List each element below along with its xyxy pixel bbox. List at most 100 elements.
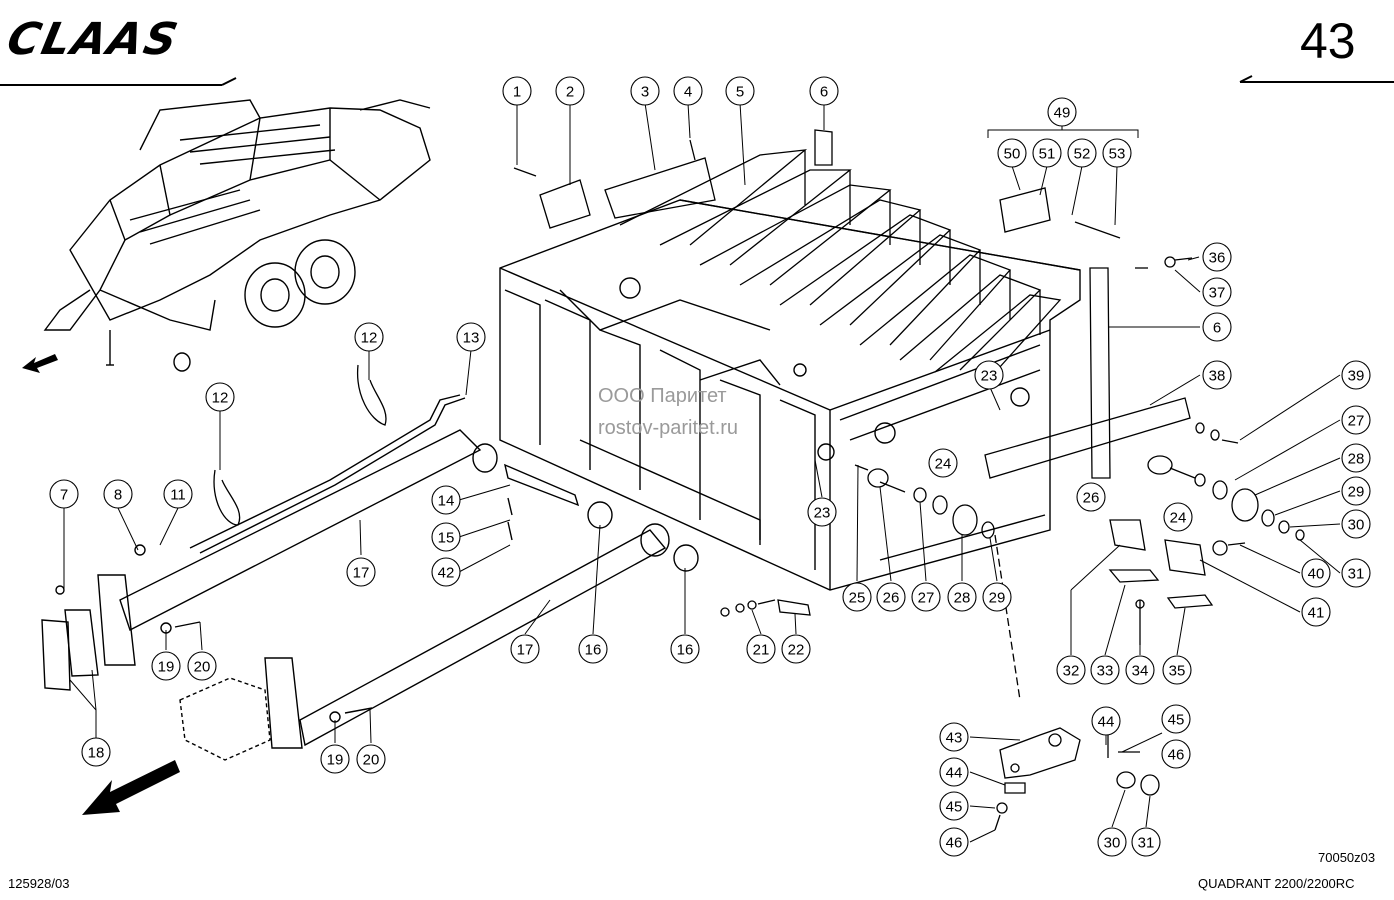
- callout-number: 21: [753, 642, 770, 659]
- callout-number: 8: [114, 487, 122, 504]
- callout-number: 15: [438, 530, 455, 547]
- callout-29: 29: [982, 582, 1012, 612]
- callout-50: 50: [997, 138, 1027, 168]
- callout-38: 38: [1202, 360, 1232, 390]
- callout-28: 28: [947, 582, 977, 612]
- callout-number: 6: [820, 84, 828, 101]
- callout-circle: [1202, 360, 1232, 390]
- direction-arrow-large: [82, 760, 180, 815]
- callout-number: 36: [1209, 250, 1226, 267]
- callout-circle: [1161, 704, 1191, 734]
- callout-number: 1: [513, 84, 521, 101]
- callout-circle: [1301, 597, 1331, 627]
- callout-26: 26: [1076, 482, 1106, 512]
- callout-44: 44: [1091, 706, 1121, 736]
- baler-overview-illustration: [43, 99, 431, 372]
- callout-number: 4: [684, 84, 692, 101]
- callout-number: 25: [849, 590, 866, 607]
- callout-16: 16: [670, 634, 700, 664]
- callout-circle: [320, 744, 350, 774]
- callout-number: 3: [641, 84, 649, 101]
- callout-8: 8: [103, 479, 133, 509]
- callout-17: 17: [346, 557, 376, 587]
- callout-number: 11: [170, 487, 186, 504]
- callout-18: 18: [81, 737, 111, 767]
- callout-circle: [1097, 827, 1127, 857]
- callout-number: 31: [1138, 835, 1155, 852]
- drawing-code: 70050z03: [1318, 850, 1376, 865]
- callout-number: 41: [1308, 605, 1325, 622]
- callout-number: 13: [463, 330, 480, 347]
- callout-circle: [356, 744, 386, 774]
- hose-clamps: [213, 364, 387, 526]
- callout-circle: [939, 827, 969, 857]
- callout-number: 37: [1209, 285, 1226, 302]
- callout-2: 2: [555, 76, 585, 106]
- callout-circle: [1341, 558, 1371, 588]
- callout-number: 20: [363, 752, 380, 769]
- callout-number: 52: [1074, 146, 1091, 163]
- callout-34: 34: [1125, 655, 1155, 685]
- direction-arrow-small: [22, 354, 58, 373]
- callout-45: 45: [939, 791, 969, 821]
- callout-16: 16: [578, 634, 608, 664]
- callout-number: 50: [1004, 146, 1021, 163]
- callout-17: 17: [510, 634, 540, 664]
- callout-number: 29: [989, 590, 1006, 607]
- callout-14: 14: [431, 485, 461, 515]
- callout-number: 44: [1098, 714, 1115, 731]
- callout-43: 43: [939, 722, 969, 752]
- callout-46: 46: [939, 827, 969, 857]
- callout-11: 11: [163, 479, 193, 509]
- header-frame: [0, 75, 1394, 86]
- callout-31: 31: [1341, 558, 1371, 588]
- callout-circle: [809, 76, 839, 106]
- callout-circle: [431, 557, 461, 587]
- callout-circle: [1162, 655, 1192, 685]
- callout-number: 6: [1213, 320, 1221, 337]
- callout-3: 3: [630, 76, 660, 106]
- callout-12: 12: [354, 322, 384, 352]
- callout-circle: [151, 651, 181, 681]
- callout-circle: [49, 479, 79, 509]
- callout-circle: [1056, 655, 1086, 685]
- callout-circle: [997, 138, 1027, 168]
- callout-number: 34: [1132, 663, 1149, 680]
- callout-32: 32: [1056, 655, 1086, 685]
- callout-circle: [911, 582, 941, 612]
- callout-5: 5: [725, 76, 755, 106]
- callout-number: 40: [1308, 566, 1325, 583]
- callout-30: 30: [1097, 827, 1127, 857]
- callout-circle: [1202, 277, 1232, 307]
- callout-circle: [939, 757, 969, 787]
- callout-circle: [431, 485, 461, 515]
- callout-26: 26: [876, 582, 906, 612]
- callout-23: 23: [974, 360, 1004, 390]
- callout-number: 45: [946, 799, 963, 816]
- callout-19: 19: [320, 744, 350, 774]
- callout-25: 25: [842, 582, 872, 612]
- callout-circle: [876, 582, 906, 612]
- callout-circle: [725, 76, 755, 106]
- callout-circle: [1341, 405, 1371, 435]
- callout-number: 44: [946, 765, 963, 782]
- callout-4: 4: [673, 76, 703, 106]
- bale-chamber-frame: [499, 199, 1081, 591]
- callout-number: 20: [194, 659, 211, 676]
- callout-number: 7: [60, 487, 68, 504]
- callout-49: 49: [1047, 97, 1077, 127]
- document-number: 125928/03: [8, 876, 70, 891]
- callout-circle: [982, 582, 1012, 612]
- callout-circle: [1202, 242, 1232, 272]
- callout-circle: [578, 634, 608, 664]
- callout-circle: [187, 651, 217, 681]
- callout-number: 16: [677, 642, 694, 659]
- callout-circle: [670, 634, 700, 664]
- chamber-ribs: [619, 149, 1062, 379]
- callout-number: 28: [954, 590, 971, 607]
- callout-41: 41: [1301, 597, 1331, 627]
- callout-number: 29: [1348, 484, 1365, 501]
- callout-circle: [974, 360, 1004, 390]
